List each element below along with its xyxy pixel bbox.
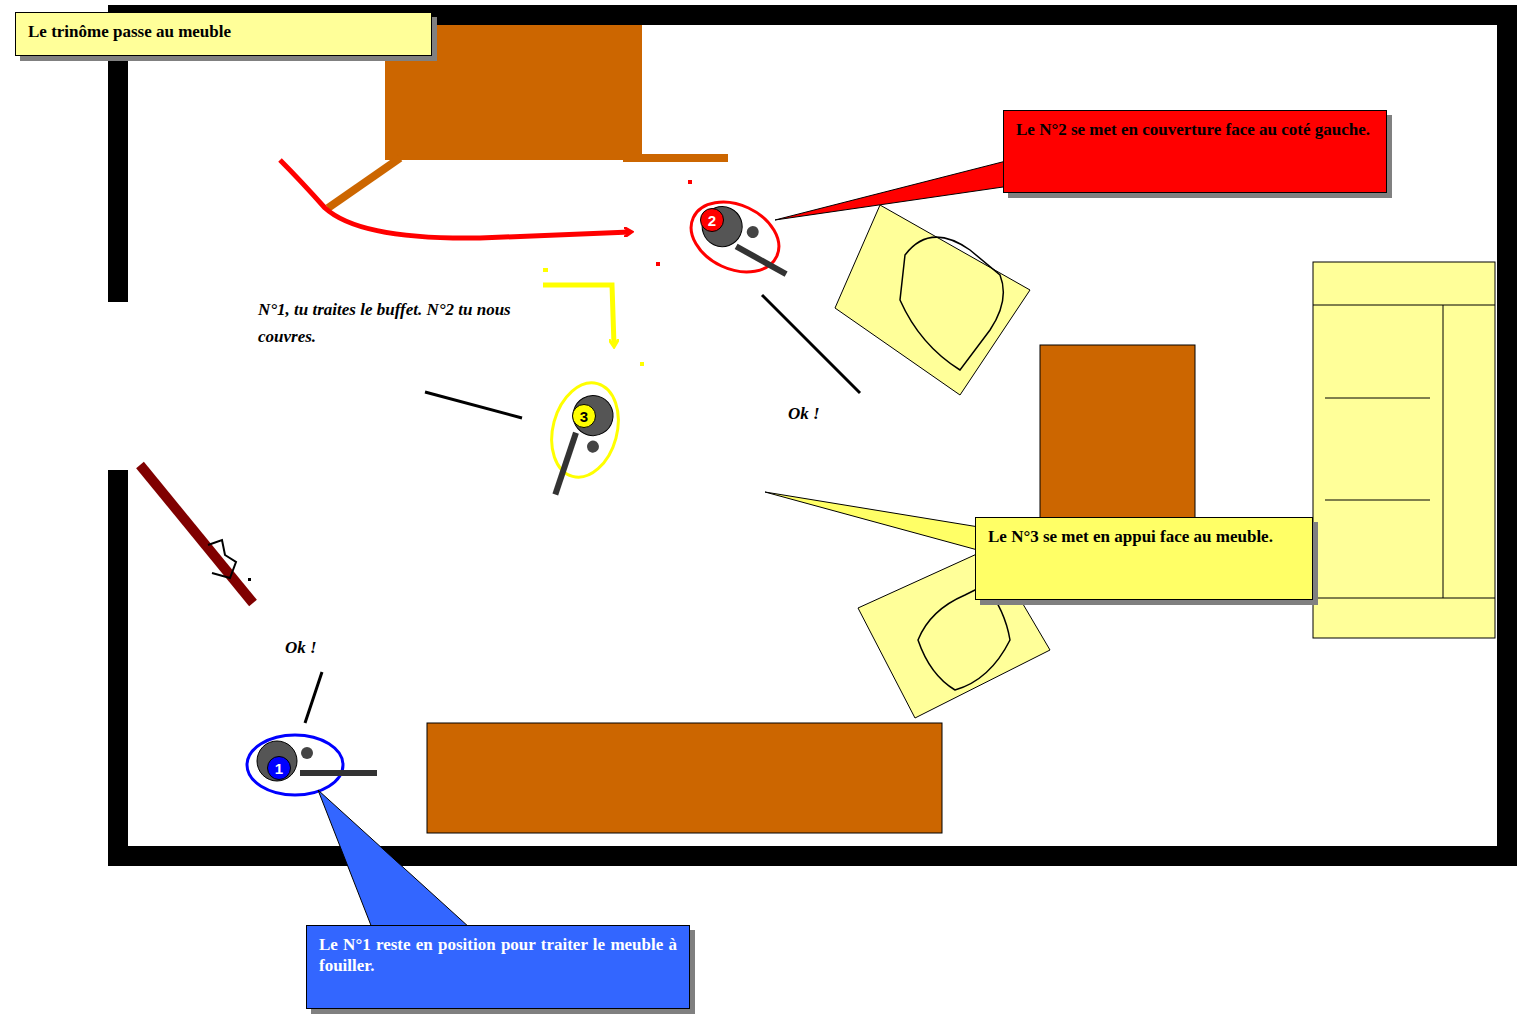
speech-lines — [305, 295, 860, 723]
callout-number: 3 — [580, 408, 588, 425]
sofa — [1313, 598, 1495, 599]
callout-pointers — [775, 160, 1010, 220]
armchairs — [835, 205, 1050, 718]
soldier-2 — [680, 189, 805, 293]
sofa — [1313, 262, 1495, 638]
callout-pointers — [765, 492, 985, 552]
door — [140, 465, 253, 603]
sofa — [1325, 398, 1430, 399]
furniture — [427, 723, 942, 833]
callout-text: Le N°2 se met en couverture face au coté… — [1016, 119, 1374, 140]
soldier-number: 1 — [267, 756, 291, 780]
soldier-1 — [247, 735, 343, 795]
callout-text: Le N°3 se met en appui face au meuble. — [988, 526, 1300, 547]
armchairs — [918, 585, 1010, 690]
furniture — [623, 154, 728, 162]
soldier-3 — [586, 439, 601, 454]
speech-lines — [425, 392, 522, 418]
soldier-1 — [301, 747, 313, 759]
speech-lines — [305, 672, 322, 723]
movement-arrows — [688, 180, 692, 184]
movement-arrows — [543, 268, 548, 272]
sofa — [1325, 500, 1430, 501]
soldier-1 — [300, 770, 377, 776]
movement-arrows — [280, 160, 692, 366]
movement-arrows — [640, 362, 644, 366]
walls — [100, 15, 1507, 856]
door — [140, 465, 253, 603]
callout-box: Le N°3 se met en appui face au meuble. — [975, 517, 1313, 600]
soldier-1 — [257, 741, 297, 781]
title-box: Le trinôme passe au meuble — [15, 12, 432, 56]
speech-text: N°1, tu traites le buffet. N°2 tu nous c… — [258, 296, 518, 350]
callout-number: 2 — [708, 212, 716, 229]
walls — [100, 302, 145, 470]
callout-text: Le trinôme passe au meuble — [28, 21, 419, 42]
sofa — [1313, 305, 1495, 306]
movement-arrows — [656, 262, 660, 266]
callout-box: Le N°1 reste en position pour traiter le… — [306, 925, 690, 1009]
furniture — [328, 158, 400, 208]
speech-lines — [762, 295, 860, 393]
door — [208, 540, 236, 578]
sofa — [1443, 305, 1444, 598]
soldier-2 — [680, 189, 790, 286]
armchairs — [900, 237, 1003, 370]
soldier-3 — [542, 375, 629, 484]
soldier-2 — [696, 200, 749, 253]
callout-pointers — [318, 160, 1010, 928]
soldier-2 — [745, 224, 761, 240]
soldier-number: 2 — [700, 208, 724, 232]
door — [248, 578, 251, 581]
callout-pointers — [318, 790, 470, 928]
soldier-number: 3 — [572, 404, 596, 428]
callout-text: Le N°1 reste en position pour traiter le… — [319, 934, 677, 977]
sofa — [1313, 262, 1495, 638]
soldier-3 — [555, 432, 576, 496]
callout-number: 1 — [275, 760, 283, 777]
movement-arrows — [543, 285, 614, 345]
movement-arrows — [280, 160, 630, 238]
walls — [118, 15, 1507, 856]
speech-text: Ok ! — [788, 400, 848, 427]
soldier-1 — [247, 735, 377, 795]
speech-text: Ok ! — [285, 634, 345, 661]
furniture — [1040, 345, 1195, 540]
soldier-2 — [734, 246, 787, 274]
soldier-3 — [536, 375, 628, 506]
callout-box: Le N°2 se met en couverture face au coté… — [1003, 110, 1387, 193]
armchairs — [835, 205, 1030, 395]
